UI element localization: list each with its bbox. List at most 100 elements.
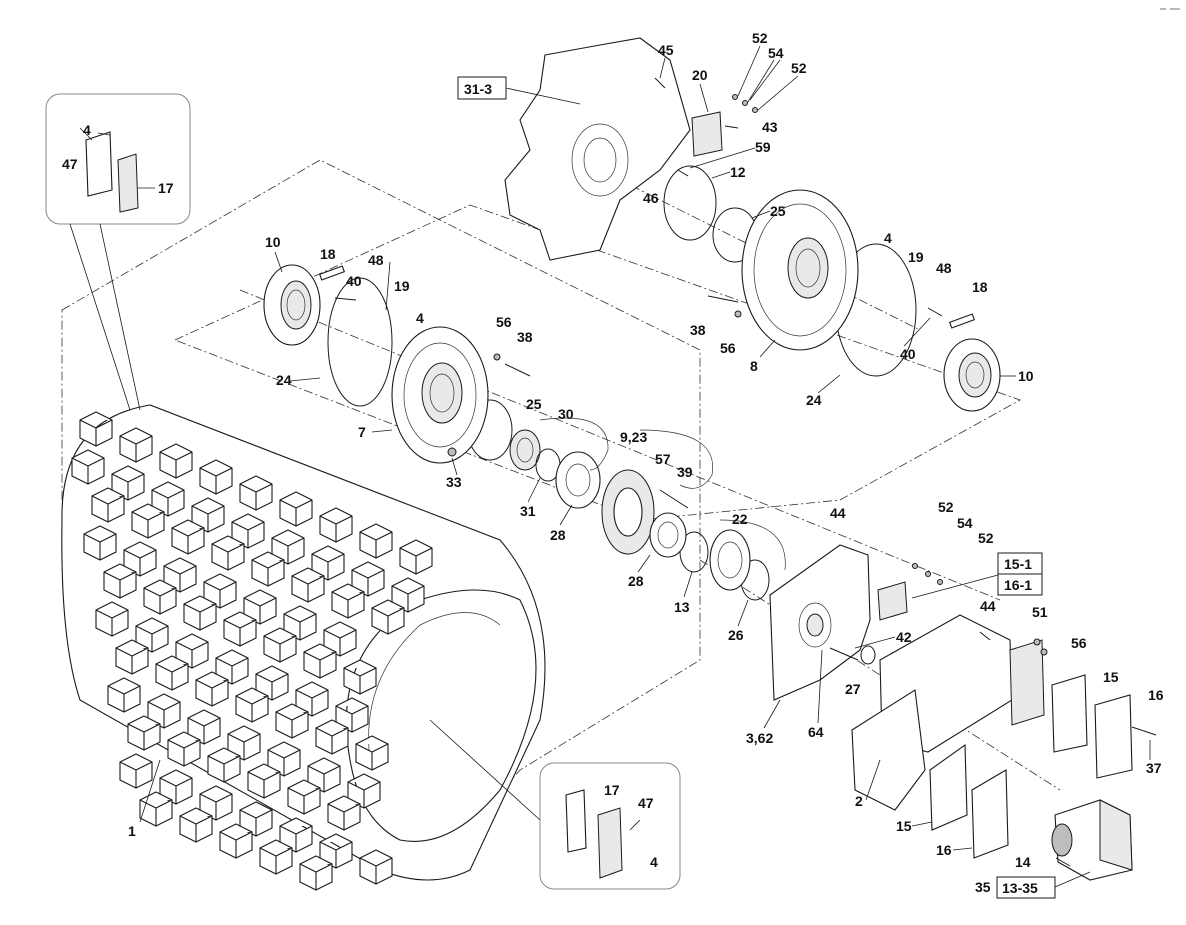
box-leaders (505, 87, 1091, 888)
label-14: 14 (1015, 854, 1031, 870)
label-16-bottom: 16 (936, 842, 952, 858)
label-28-a: 28 (550, 527, 566, 543)
pad-foot (327, 795, 361, 831)
pad-foot (167, 731, 201, 767)
pad-foot (227, 725, 261, 761)
pad-foot (187, 709, 221, 745)
label-3-62: 3,62 (746, 730, 773, 746)
label-8: 8 (750, 358, 758, 374)
label-20: 20 (692, 67, 708, 83)
pad-foot (235, 687, 269, 723)
pad-foot (171, 519, 205, 555)
label-17-inset-b: 17 (604, 782, 620, 798)
label-28-b: 28 (628, 573, 644, 589)
pad-foot (299, 855, 333, 891)
pad-foot (231, 513, 265, 549)
label-59: 59 (755, 139, 771, 155)
pad-foot (359, 849, 393, 885)
part-labels: 45 52 54 52 20 43 59 12 46 25 4 47 17 10… (62, 30, 1164, 895)
pad-foot (179, 807, 213, 843)
flange-right (943, 338, 1001, 412)
label-4-inset-b: 4 (650, 854, 658, 870)
label-47-inset: 47 (62, 156, 78, 172)
label-54-right: 54 (957, 515, 973, 531)
label-48-right: 48 (936, 260, 952, 276)
pad-foot (131, 503, 165, 539)
pad-foot (355, 735, 389, 771)
label-31: 31 (520, 503, 536, 519)
label-52-right-a: 52 (938, 499, 954, 515)
label-39: 39 (677, 464, 693, 480)
pad-foot (199, 459, 233, 495)
pad-foot (239, 801, 273, 837)
bolts (318, 77, 1157, 867)
pad-foot (239, 475, 273, 511)
pad-foot (267, 741, 301, 777)
label-33: 33 (446, 474, 462, 490)
pad-foot (139, 791, 173, 827)
svg-text:13-35: 13-35 (1002, 880, 1038, 896)
pad-foot (331, 583, 365, 619)
label-15-right: 15 (1103, 669, 1119, 685)
pad-foot (155, 655, 189, 691)
label-51: 51 (1032, 604, 1048, 620)
label-37: 37 (1146, 760, 1162, 776)
label-15-bottom: 15 (896, 818, 912, 834)
pad-foot (107, 677, 141, 713)
pad-foot (95, 601, 129, 637)
pad-foot (207, 747, 241, 783)
pad-foot (147, 693, 181, 729)
label-57: 57 (655, 451, 671, 467)
side-plate (769, 544, 908, 701)
pad-foot (251, 551, 285, 587)
pad-foot (223, 611, 257, 647)
label-22: 22 (732, 511, 748, 527)
pad-foot (151, 481, 185, 517)
pad-foot (71, 449, 105, 485)
pad-foot (343, 659, 377, 695)
label-48-left: 48 (368, 252, 384, 268)
svg-text:15-1: 15-1 (1004, 556, 1032, 572)
label-43: 43 (762, 119, 778, 135)
label-42: 42 (896, 629, 912, 645)
housing-7 (391, 326, 489, 464)
pad-foot (195, 671, 229, 707)
label-54-top: 54 (768, 45, 784, 61)
label-52-top-a: 52 (752, 30, 768, 46)
padfoot-drum (61, 404, 546, 891)
label-4-right: 4 (884, 230, 892, 246)
pad-foot (175, 633, 209, 669)
label-52-top-b: 52 (791, 60, 807, 76)
label-9-23: 9,23 (620, 429, 647, 445)
label-1: 1 (128, 823, 136, 839)
label-44-top: 44 (830, 505, 846, 521)
label-24-left: 24 (276, 372, 292, 388)
pad-foot (119, 427, 153, 463)
ref-box-31-3: 31-3 (457, 76, 507, 100)
pad-foot (191, 497, 225, 533)
label-10-right: 10 (1018, 368, 1034, 384)
pad-foot (399, 539, 433, 575)
label-18-left: 18 (320, 246, 336, 262)
frame-section (851, 614, 1133, 859)
pad-foot (115, 639, 149, 675)
label-24-right: 24 (806, 392, 822, 408)
pad-foot (219, 823, 253, 859)
pad-foot (315, 719, 349, 755)
label-30: 30 (558, 406, 574, 422)
label-56-right: 56 (720, 340, 736, 356)
ref-box-16-1: 16-1 (997, 573, 1043, 596)
label-40-right: 40 (900, 346, 916, 362)
label-47-inset-b: 47 (638, 795, 654, 811)
label-27: 27 (845, 681, 861, 697)
pad-foot (247, 763, 281, 799)
label-leaders (97, 45, 1151, 851)
label-40-left: 40 (346, 273, 362, 289)
pad-foot (83, 525, 117, 561)
label-19-right: 19 (908, 249, 924, 265)
label-18-right: 18 (972, 279, 988, 295)
pad-foot (359, 523, 393, 559)
label-44-right: 44 (980, 598, 996, 614)
pad-foot (79, 411, 113, 447)
